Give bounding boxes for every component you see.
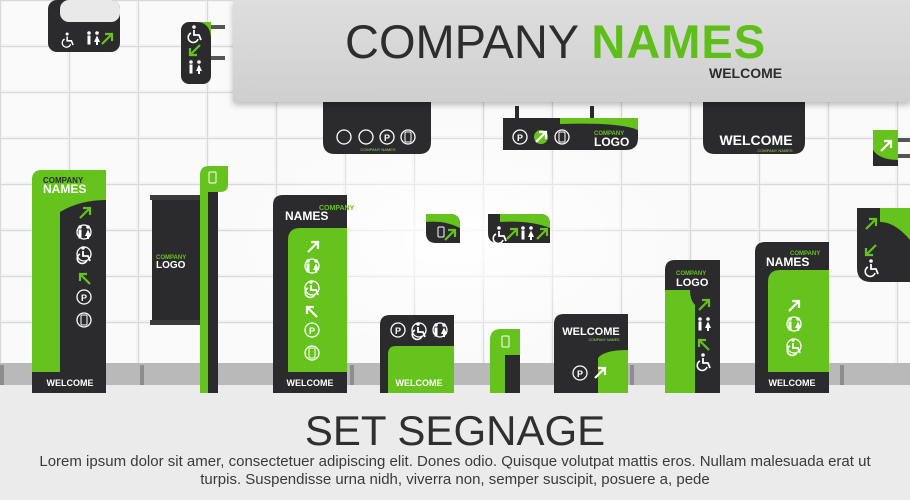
svg-text:COMPANY: COMPANY bbox=[156, 255, 186, 261]
totem-names-right: COMPANY NAMES WELCOME bbox=[755, 242, 829, 393]
logo-sign-logo: LOGO bbox=[594, 135, 629, 149]
flag-banner-logo: COMPANY LOGO bbox=[150, 195, 202, 325]
post-sign-phone bbox=[490, 329, 520, 393]
svg-text:P: P bbox=[384, 133, 390, 143]
svg-text:COMPANY: COMPANY bbox=[790, 251, 820, 257]
header-company: COMPANY bbox=[345, 15, 579, 68]
svg-text:WELCOME: WELCOME bbox=[562, 326, 619, 338]
header-title: COMPANY NAMES bbox=[345, 14, 766, 69]
totem-names-center: COMPANY NAMES P WELCOME bbox=[273, 195, 355, 393]
hanging-sign-logo: P COMPANY LOGO bbox=[503, 106, 638, 150]
svg-text:P: P bbox=[81, 293, 87, 303]
totem-short-icons: P WELCOME bbox=[380, 315, 454, 393]
footer-title: SET SEGNAGE bbox=[304, 407, 606, 454]
logo-sign-company: COMPANY bbox=[594, 131, 624, 137]
svg-text:COMPANY NAMES: COMPANY NAMES bbox=[757, 148, 793, 153]
header-names: NAMES bbox=[591, 15, 767, 68]
svg-text:COMPANY: COMPANY bbox=[319, 205, 355, 212]
svg-text:LOGO: LOGO bbox=[156, 260, 186, 271]
svg-text:WELCOME: WELCOME bbox=[47, 378, 94, 388]
svg-text:WELCOME: WELCOME bbox=[287, 378, 334, 388]
svg-text:NAMES: NAMES bbox=[43, 182, 86, 196]
footer-description: Lorem ipsum dolor sit amer, consectetuer… bbox=[39, 453, 871, 488]
header-welcome: WELCOME bbox=[709, 65, 783, 81]
svg-text:LOGO: LOGO bbox=[676, 277, 709, 289]
welcome-sign-label: WELCOME bbox=[719, 132, 792, 148]
svg-text:P: P bbox=[309, 326, 315, 336]
svg-text:P: P bbox=[517, 133, 523, 143]
totem-logo-right: COMPANY LOGO bbox=[665, 260, 720, 393]
hanging-sign-top-left bbox=[48, 0, 120, 52]
wall-sign-vertical bbox=[181, 22, 225, 84]
hanging-sign-welcome: WELCOME COMPANY NAMES bbox=[703, 102, 805, 154]
header-banner: COMPANY NAMES WELCOME bbox=[233, 0, 910, 102]
pole-sign bbox=[200, 166, 228, 393]
hanging-sign-icons: P COMPANY NAMES bbox=[323, 102, 431, 154]
small-company-names: COMPANY NAMES bbox=[360, 147, 396, 152]
totem-company-names: COMPANY NAMES COMPANY NAMES P WELCOME bbox=[32, 170, 106, 393]
svg-text:NAMES: NAMES bbox=[766, 255, 809, 269]
totem-welcome: WELCOME COMPANY NAMES P bbox=[554, 314, 628, 393]
wall-sign-right-directional bbox=[857, 208, 910, 282]
svg-text:WELCOME: WELCOME bbox=[396, 378, 443, 388]
svg-text:COMPANY NAMES: COMPANY NAMES bbox=[589, 338, 620, 342]
svg-text:NAMES: NAMES bbox=[285, 209, 328, 223]
svg-text:COMPANY: COMPANY bbox=[676, 271, 706, 277]
wall-sign-small-right bbox=[873, 130, 910, 166]
svg-text:WELCOME: WELCOME bbox=[769, 378, 816, 388]
floor bbox=[0, 385, 910, 500]
svg-text:COMPANY: COMPANY bbox=[43, 176, 84, 185]
svg-text:P: P bbox=[577, 369, 583, 379]
wall-sign-small-wide bbox=[488, 214, 550, 245]
wall-sign-small-square bbox=[426, 214, 460, 243]
svg-text:P: P bbox=[395, 326, 401, 336]
